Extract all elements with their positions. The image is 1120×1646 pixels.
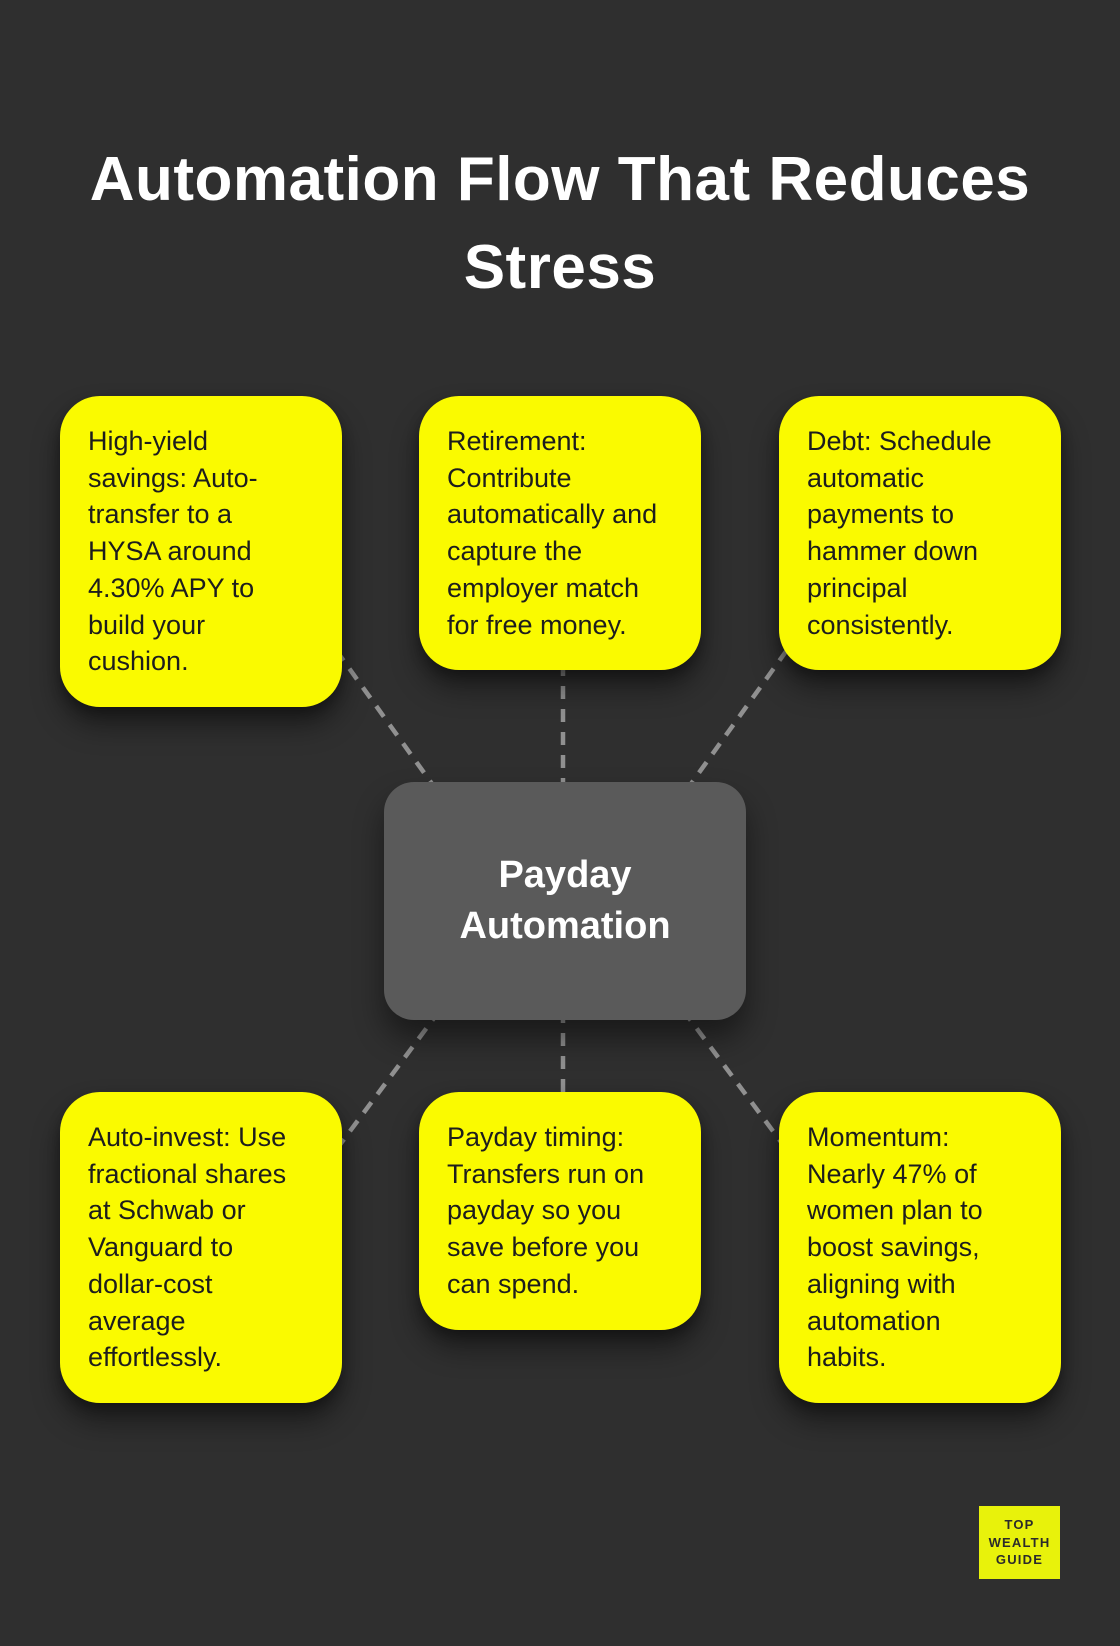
brand-logo-line-1: TOP — [1004, 1516, 1035, 1532]
brand-logo: TOP WEALTH GUIDE — [979, 1506, 1060, 1579]
connector-top-left — [334, 648, 442, 797]
page-title: Automation Flow That Reduces Stress — [89, 144, 1031, 303]
center-node-label: Payday Automation — [459, 853, 671, 947]
brand-logo-line-2: WEALTH — [988, 1534, 1051, 1550]
connector-bottom-left — [334, 1008, 442, 1152]
center-node: Payday Automation — [384, 782, 746, 1020]
connector-bottom-right — [681, 1008, 789, 1152]
node-retirement: Retirement: Contribute automatically and… — [419, 396, 701, 671]
node-payday-timing: Payday timing: Transfers run on payday s… — [419, 1092, 701, 1330]
node-auto-invest: Auto-invest: Use fractional shares at Sc… — [60, 1092, 342, 1404]
brand-logo-line-3: GUIDE — [995, 1552, 1044, 1568]
connector-top-right — [681, 648, 789, 797]
node-high-yield-savings: High-yield savings: Auto-transfer to a H… — [60, 396, 342, 708]
node-debt: Debt: Schedule automatic payments to ham… — [779, 396, 1061, 671]
node-momentum: Momentum: Nearly 47% of women plan to bo… — [779, 1092, 1061, 1404]
